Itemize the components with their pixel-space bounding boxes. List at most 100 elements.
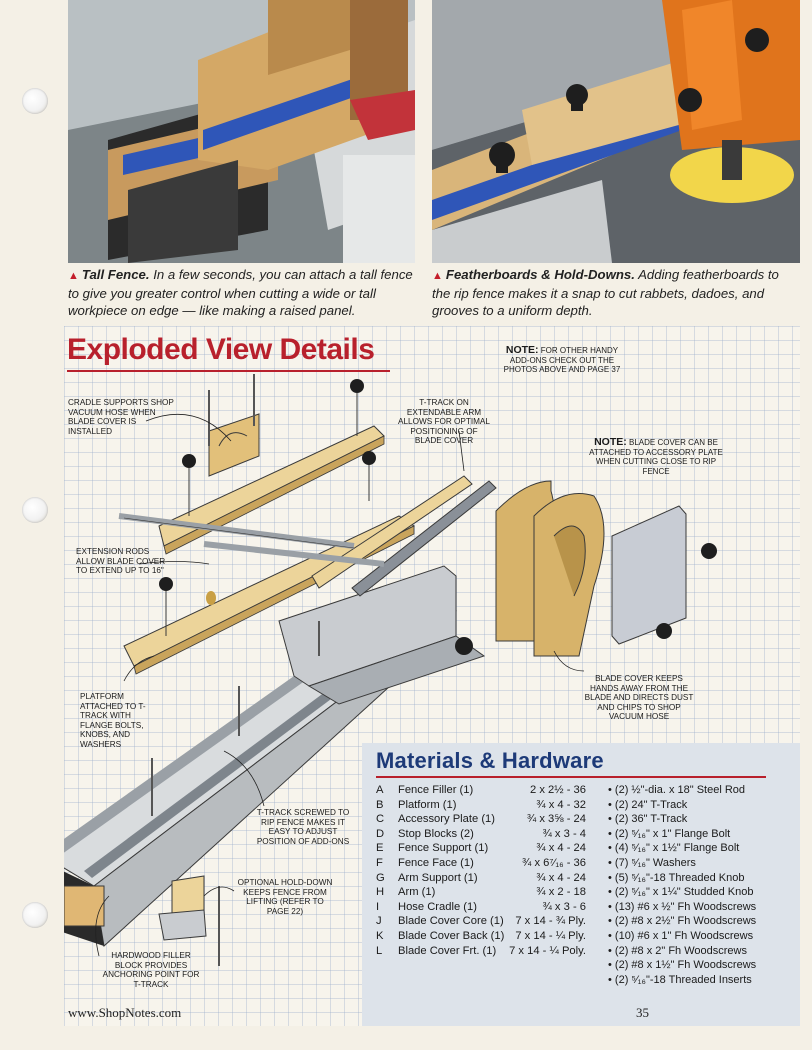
hardware-item: • (2) #8 x 2½" Fh Woodscrews [608, 915, 757, 928]
featherboards-caption: ▲Featherboards & Hold-Downs. Adding feat… [432, 266, 792, 319]
hardware-item: • (13) #6 x ½" Fh Woodscrews [608, 900, 757, 913]
part-row: G Arm Support (1) ¾ x 4 - 24 [376, 871, 586, 886]
note-blade-cover: NOTE: BLADE COVER CAN BE ATTACHED TO ACC… [588, 436, 724, 476]
hardware-item: • (2) ⁵⁄₁₆" x 1" Flange Bolt [608, 827, 731, 840]
caption-lead: Tall Fence. [81, 267, 150, 282]
part-name: Platform (1) [398, 798, 457, 811]
part-letter: J [376, 915, 382, 928]
callout-blade-cover: BLADE COVER KEEPS HANDS AWAY FROM THE BL… [584, 674, 694, 722]
part-letter: F [376, 856, 383, 869]
part-row: B Platform (1) ¾ x 4 - 32 [376, 798, 586, 813]
callout-cradle: CRADLE SUPPORTS SHOP VACUUM HOSE WHEN BL… [68, 398, 174, 436]
part-row: J Blade Cover Core (1) 7 x 14 - ¾ Ply. [376, 914, 586, 929]
part-name: Blade Cover Frt. (1) [398, 944, 497, 957]
part-size: 7 x 14 - ¼ Ply. [515, 929, 586, 942]
part-name: Hose Cradle (1) [398, 900, 477, 913]
part-letter: D [376, 827, 385, 840]
triangle-icon: ▲ [68, 270, 79, 282]
part-row: L Blade Cover Frt. (1) 7 x 14 - ¼ Poly. [376, 944, 586, 959]
part-name: Arm (1) [398, 886, 436, 899]
part-letter: B [376, 798, 384, 811]
part-name: Arm Support (1) [398, 871, 478, 884]
materials-title: Materials & Hardware [376, 748, 604, 773]
hardware-item: • (7) ⁵⁄₁₆" Washers [608, 856, 696, 869]
caption-lead: Featherboards & Hold-Downs. [445, 267, 635, 282]
parts-list: A Fence Filler (1) 2 x 2½ - 36 B Platform (1… [376, 783, 586, 958]
callout-ttrack-extendable: T-TRACK ON EXTENDABLE ARM ALLOWS FOR OPT… [398, 398, 490, 446]
part-name: Blade Cover Core (1) [398, 915, 504, 928]
part-name: Stop Blocks (2) [398, 827, 474, 840]
binder-hole [22, 88, 48, 114]
part-size: 7 x 14 - ¼ Poly. [509, 944, 586, 957]
hardware-item: • (2) #8 x 2" Fh Woodscrews [608, 944, 747, 957]
callout-ttrack-screwed: T-TRACK SCREWED TO RIP FENCE MAKES IT EA… [256, 808, 350, 846]
part-name: Fence Face (1) [398, 856, 474, 869]
part-row: K Blade Cover Back (1) 7 x 14 - ¼ Ply. [376, 929, 586, 944]
part-letter: I [376, 900, 380, 913]
binder-hole [22, 497, 48, 523]
featherboards-photo [432, 0, 800, 263]
part-letter: C [376, 813, 385, 826]
binder-hole [22, 902, 48, 928]
tall-fence-photo [68, 0, 415, 263]
part-row: D Stop Blocks (2) ¾ x 3 - 4 [376, 827, 586, 842]
hardware-item: • (2) #8 x 1½" Fh Woodscrews [608, 959, 757, 972]
part-letter: K [376, 929, 384, 942]
hardware-item: • (2) ½"-dia. x 18" Steel Rod [608, 784, 746, 796]
callout-extension-rods: EXTENSION RODS ALLOW BLADE COVER TO EXTE… [76, 547, 166, 576]
part-letter: H [376, 886, 385, 899]
caption-text: In a few seconds, you can attach a tall … [68, 267, 413, 318]
part-size: ¾ x 3⅝ - 24 [526, 813, 586, 826]
title-underline [67, 370, 390, 372]
hardware-item: • (5) ⁵⁄₁₆"-18 Threaded Knob [608, 871, 745, 884]
note-label: NOTE: [594, 436, 627, 448]
hardware-item: • (2) ⁵⁄₁₆"-18 Threaded Inserts [608, 973, 752, 986]
part-row: C Accessory Plate (1) ¾ x 3⅝ - 24 [376, 812, 586, 827]
part-size: 2 x 2½ - 36 [530, 784, 586, 796]
part-name: Blade Cover Back (1) [398, 929, 505, 942]
page-number: 35 [636, 1005, 649, 1020]
part-letter: L [376, 944, 383, 957]
hardware-item: • (2) ⁵⁄₁₆" x 1¼" Studded Knob [608, 886, 754, 899]
note-label: NOTE: [505, 344, 539, 356]
part-row: H Arm (1) ¾ x 2 - 18 [376, 885, 586, 900]
hardware-list: • (2) ½"-dia. x 18" Steel Rod • (2) 24" T… [608, 783, 798, 987]
part-size: ¾ x 4 - 24 [536, 871, 586, 884]
materials-hardware-panel: Materials & Hardware A Fence Filler (1) 2 … [362, 743, 800, 1026]
part-name: Fence Support (1) [398, 842, 489, 855]
part-size: ¾ x 3 - 6 [542, 900, 586, 913]
part-size: ¾ x 4 - 24 [536, 842, 586, 855]
caption-text: Adding featherboards to the rip fence ma… [432, 267, 779, 318]
tall-fence-caption: ▲Tall Fence. In a few seconds, you can a… [68, 266, 418, 319]
hardware-item: • (4) ⁵⁄₁₆" x 1½" Flange Bolt [608, 842, 740, 855]
part-size: ¾ x 3 - 4 [542, 827, 586, 840]
hardware-item: • (2) 36" T-Track [608, 813, 688, 826]
hardware-item: • (2) 24" T-Track [608, 798, 688, 811]
note-text: FOR OTHER HANDY ADD-ONS CHECK OUT THE PH… [503, 346, 621, 374]
part-size: ¾ x 6⁷⁄₁₆ - 36 [522, 856, 586, 869]
triangle-icon: ▲ [432, 270, 443, 282]
part-row: E Fence Support (1) ¾ x 4 - 24 [376, 841, 586, 856]
note-add-ons: NOTE: FOR OTHER HANDY ADD-ONS CHECK OUT … [502, 344, 622, 375]
part-letter: A [376, 784, 384, 796]
callout-platform: PLATFORM ATTACHED TO T-TRACK WITH FLANGE… [80, 692, 146, 749]
note-text: BLADE COVER CAN BE ATTACHED TO ACCESSORY… [589, 438, 723, 476]
part-row: I Hose Cradle (1) ¾ x 3 - 6 [376, 900, 586, 915]
callout-filler-block: HARDWOOD FILLER BLOCK PROVIDES ANCHORING… [102, 951, 200, 989]
part-letter: G [376, 871, 385, 884]
exploded-view-diagram [64, 374, 717, 966]
part-row: A Fence Filler (1) 2 x 2½ - 36 [376, 783, 586, 798]
part-letter: E [376, 842, 384, 855]
part-size: ¾ x 2 - 18 [536, 886, 586, 899]
part-size: 7 x 14 - ¾ Ply. [515, 915, 586, 928]
callout-hold-down: OPTIONAL HOLD-DOWN KEEPS FENCE FROM LIFT… [237, 878, 333, 916]
part-row: F Fence Face (1) ¾ x 6⁷⁄₁₆ - 36 [376, 856, 586, 871]
hardware-item: • (10) #6 x 1" Fh Woodscrews [608, 929, 754, 942]
part-name: Fence Filler (1) [398, 784, 474, 796]
part-name: Accessory Plate (1) [398, 813, 495, 826]
materials-underline [376, 776, 766, 778]
part-size: ¾ x 4 - 32 [536, 798, 586, 811]
exploded-view-title: Exploded View Details [67, 333, 375, 366]
footer-url: www.ShopNotes.com [68, 1005, 182, 1020]
